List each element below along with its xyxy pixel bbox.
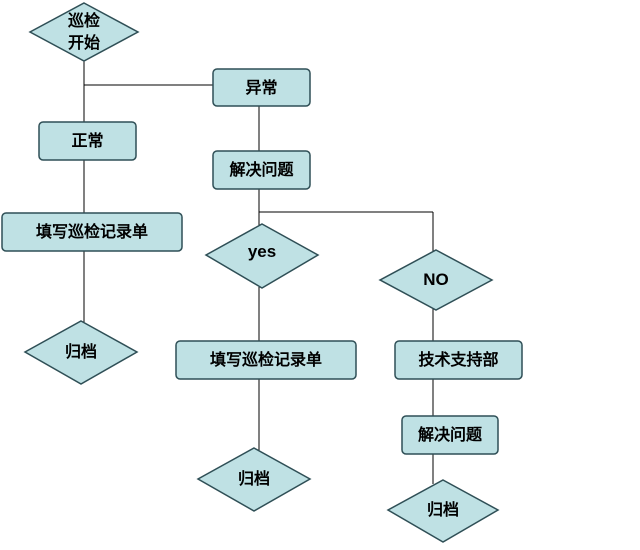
tech-support-box [394, 340, 523, 380]
connectors [83, 58, 434, 484]
fill-record-box-left [1, 212, 183, 252]
normal-box [38, 121, 137, 161]
archive-diamond-left [23, 320, 139, 385]
start-diamond [28, 2, 140, 62]
archive-diamond-right [386, 479, 500, 543]
yes-diamond [204, 223, 320, 289]
solve-box-2 [401, 415, 499, 455]
solve-box-1 [212, 150, 311, 190]
no-diamond [378, 249, 494, 311]
archive-diamond-mid [196, 447, 312, 512]
abnormal-box [212, 68, 311, 107]
shapes [1, 2, 523, 543]
fill-record-box-mid [175, 340, 357, 380]
